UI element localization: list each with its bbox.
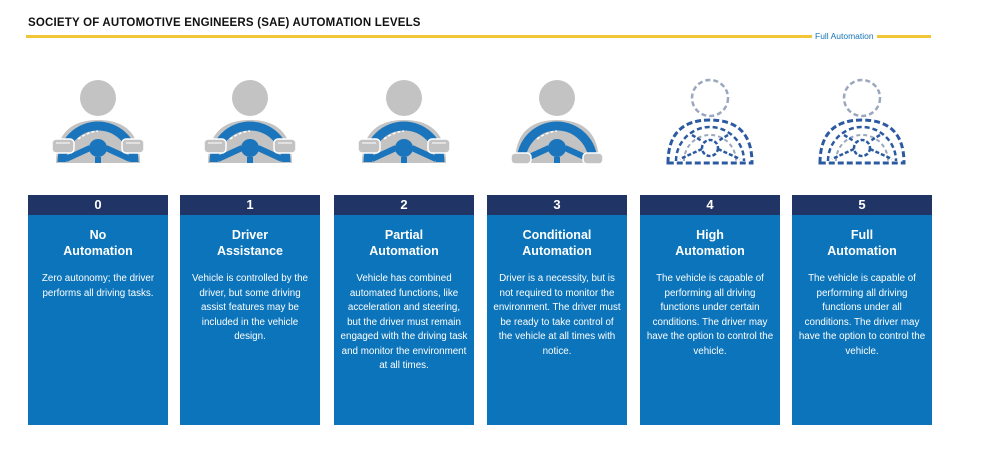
level-title-line-1: Driver — [231, 228, 269, 242]
level-title-line-2: Automation — [827, 244, 897, 258]
level-number: 1 — [180, 195, 320, 215]
full-automation-label: Full Automation — [812, 31, 877, 41]
level-number: 3 — [487, 195, 627, 215]
dashed-optional-driver-icon — [640, 75, 780, 170]
level-description: Vehicle is controlled by the driver, but… — [192, 273, 308, 342]
driver-hands-on-wheel-icon — [334, 75, 474, 170]
level-title-line-1: Partial — [384, 228, 424, 242]
level-description: Zero autonomy; the driver performs all d… — [41, 273, 155, 299]
level-number: 0 — [28, 195, 168, 215]
level-title-line-2: Automation — [63, 244, 133, 258]
driver-hands-on-wheel-icon — [180, 75, 320, 170]
level-number: 5 — [792, 195, 932, 215]
level-description: The vehicle is capable of performing all… — [646, 273, 774, 357]
level-title-line-2: Automation — [369, 244, 439, 258]
level-title-line-2: Automation — [675, 244, 745, 258]
level-title-line-1: No — [89, 228, 107, 242]
level-title-line-2: Automation — [522, 244, 592, 258]
level-title-line-1: High — [696, 228, 724, 242]
dashed-optional-driver-icon — [792, 75, 932, 170]
level-number: 4 — [640, 195, 780, 215]
page-title: SOCIETY OF AUTOMOTIVE ENGINEERS (SAE) AU… — [28, 17, 421, 29]
level-description: Vehicle has combined automated functions… — [340, 273, 468, 371]
level-description: Driver is a necessity, but is not requir… — [493, 273, 621, 357]
driver-hands-on-wheel-icon — [28, 75, 168, 170]
level-title-line-1: Full — [850, 228, 874, 242]
level-title-line-2: Assistance — [216, 244, 283, 258]
driver-hands-near-wheel-icon — [487, 75, 627, 170]
gold-divider-line — [26, 35, 931, 38]
level-number: 2 — [334, 195, 474, 215]
level-description: The vehicle is capable of performing all… — [798, 273, 926, 357]
level-title-line-1: Conditional — [522, 228, 592, 242]
